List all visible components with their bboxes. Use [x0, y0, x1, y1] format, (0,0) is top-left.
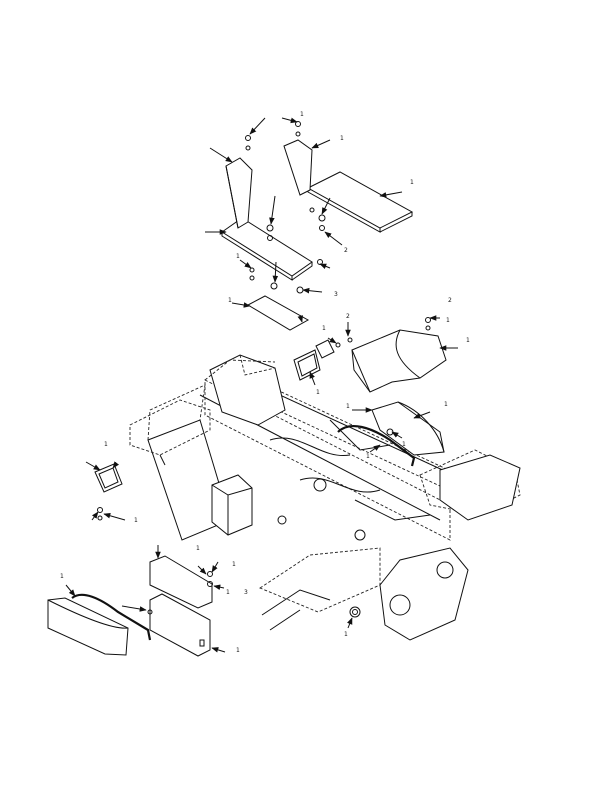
callout-c21: 1	[232, 561, 236, 568]
right-seat-panel	[306, 171, 414, 233]
callout-c20: 1	[196, 545, 200, 552]
callout-c10: 1	[466, 337, 470, 344]
callout-c23: 3	[244, 589, 248, 596]
callout-c24: 1	[60, 573, 64, 580]
right-floor-plate	[439, 454, 521, 521]
left-side-window	[94, 463, 123, 493]
callout-c26: 1	[344, 631, 348, 638]
fasteners	[97, 121, 431, 618]
callout-c9: 1	[446, 317, 450, 324]
callout-c12: 2	[346, 313, 350, 320]
main-frame	[129, 354, 521, 641]
small-cover-plate	[246, 295, 310, 331]
callout-c1: 1	[300, 111, 304, 118]
engine-shroud	[351, 329, 447, 393]
callout-c4: 2	[344, 247, 348, 254]
callout-c3: 1	[410, 179, 414, 186]
callout-c14: 1	[346, 403, 350, 410]
callout-c8: 2	[448, 297, 452, 304]
callout-c5: 3	[334, 291, 338, 298]
callout-c15: 1	[444, 401, 448, 408]
callout-c19: 1	[134, 517, 138, 524]
callout-c13: 1	[316, 389, 320, 396]
callout-c16: 1	[402, 441, 406, 448]
callout-c6: 1	[228, 297, 232, 304]
left-bracket	[225, 157, 253, 229]
callout-c2: 1	[340, 135, 344, 142]
callout-c11: 1	[322, 325, 326, 332]
grab-handle-left	[71, 593, 152, 641]
right-fender	[371, 401, 445, 456]
callout-c25: 1	[236, 647, 240, 654]
right-bracket	[283, 139, 313, 196]
callout-c18: 1	[104, 441, 108, 448]
callout-c17: 1	[366, 453, 370, 460]
step-bracket	[149, 555, 213, 657]
left-fender	[47, 597, 129, 656]
filter-window	[293, 339, 335, 381]
leader-arrows	[65, 117, 458, 653]
grab-handle-right	[337, 424, 416, 467]
callout-c22: 1	[226, 589, 230, 596]
callout-labels: 1 1 1 2 3 1 1 2 1 1 1 2 1 1 1 1 1 1 1 1 …	[60, 111, 470, 654]
callout-c7: 1	[236, 253, 240, 260]
